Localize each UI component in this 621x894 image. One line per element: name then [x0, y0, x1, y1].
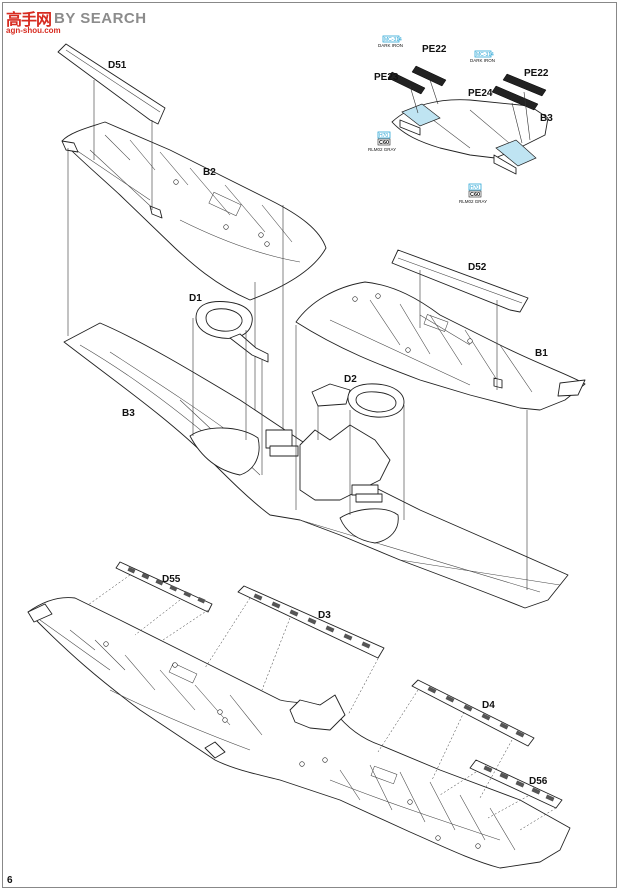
part-b3-lower-wing	[63, 322, 569, 609]
label-d55: D55	[162, 574, 181, 585]
part-d52-aileron	[391, 249, 529, 313]
inset-photoetch-bays	[387, 65, 549, 175]
part-full-lower-wing-assembly	[27, 597, 571, 869]
label-d52: D52	[468, 262, 487, 273]
label-d4: D4	[482, 700, 495, 711]
svg-text:RLM02 GRAY: RLM02 GRAY	[368, 147, 396, 152]
label-b3-main: B3	[122, 408, 135, 419]
svg-text:H70: H70	[470, 185, 479, 191]
page-number: 6	[7, 875, 13, 886]
svg-text:H70: H70	[379, 133, 388, 139]
label-d2: D2	[344, 374, 357, 385]
part-d55-slat	[115, 561, 213, 613]
watermark-text: BY SEARCH	[54, 9, 147, 27]
label-pe22-b: PE22	[524, 68, 549, 79]
label-pe23: PE23	[374, 72, 399, 83]
svg-text:DARK IRON: DARK IRON	[470, 58, 495, 63]
svg-text:DARK IRON: DARK IRON	[378, 43, 403, 48]
paint-callout-rlm02-2: H70 C60 RLM02 GRAY	[459, 183, 487, 204]
label-b3-inset: B3	[540, 113, 553, 124]
label-b1: B1	[535, 348, 548, 359]
part-d56-slat	[469, 759, 563, 809]
part-d1-wheel-well-cover	[195, 301, 269, 363]
label-b2: B2	[203, 167, 216, 178]
part-d4-slat	[411, 679, 535, 747]
paint-callout-rlm02-1: H70 C60 RLM02 GRAY	[368, 131, 396, 152]
part-d51-aileron	[57, 43, 166, 125]
label-d56: D56	[529, 776, 548, 787]
watermark: 高手网 BY SEARCH	[6, 6, 147, 30]
attachment-lines	[87, 574, 557, 831]
label-d1: D1	[189, 293, 202, 304]
svg-text:MC-314: MC-314	[384, 37, 402, 43]
paint-callout-dark-iron-2: MC-314 DARK IRON	[470, 50, 495, 63]
part-d3-slat	[237, 585, 385, 659]
label-pe22-a: PE22	[422, 44, 447, 55]
label-d3: D3	[318, 610, 331, 621]
paint-callout-dark-iron-1: MC-314 DARK IRON	[378, 35, 403, 48]
part-d2-wheel-well-cover	[311, 383, 405, 418]
svg-text:C60: C60	[470, 192, 480, 198]
part-b2-upper-left-wing	[61, 121, 327, 301]
label-pe24: PE24	[468, 88, 493, 99]
part-b1-upper-right-wing	[295, 281, 586, 411]
watermark-logo: 高手网	[6, 10, 52, 29]
label-d51: D51	[108, 60, 127, 71]
svg-text:MC-314: MC-314	[476, 52, 494, 58]
svg-text:RLM02 GRAY: RLM02 GRAY	[459, 199, 487, 204]
svg-text:C60: C60	[379, 140, 389, 146]
watermark-url: agn-shou.com	[6, 26, 61, 35]
